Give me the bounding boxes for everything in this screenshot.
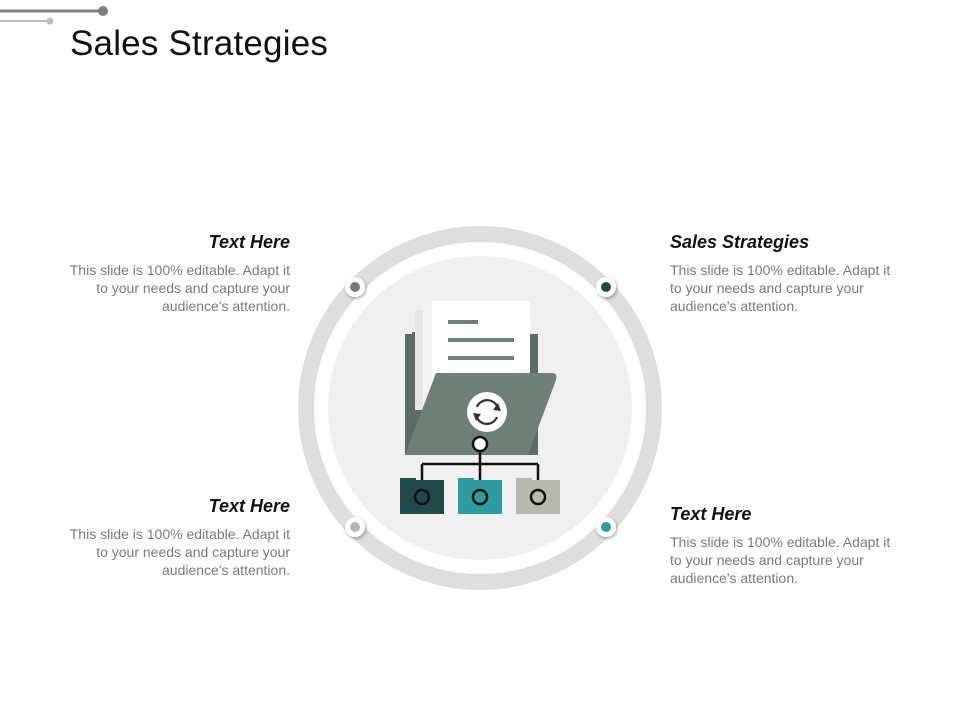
connector-dot-bottom-right [596,517,616,537]
connector-dot-top-right [596,277,616,297]
connector-dot-bottom-left [345,517,365,537]
connector-node-left [413,488,431,506]
text-block-bottom-left: Text Here This slide is 100% editable. A… [68,496,290,579]
refresh-cycle-icon [467,392,507,432]
outer-ring [298,226,662,590]
connector-dot-top-left [345,277,365,297]
block-body: This slide is 100% editable. Adapt it to… [69,262,290,314]
sub-folder-3-icon [516,478,560,514]
connector-node-right [529,488,547,506]
block-heading: Text Here [208,232,290,252]
block-heading: Text Here [670,504,752,524]
connector-node-center [471,488,489,506]
page-title: Sales Strategies [70,24,329,63]
block-body: This slide is 100% editable. Adapt it to… [69,526,290,578]
text-block-bottom-right: Text Here This slide is 100% editable. A… [670,504,892,587]
text-block-top-left: Text Here This slide is 100% editable. A… [68,232,290,315]
block-body: This slide is 100% editable. Adapt it to… [670,534,891,586]
sub-folder-2-icon [458,478,502,514]
sub-folder-1-icon [400,478,444,514]
connector-node-top [471,435,489,453]
block-heading: Text Here [208,496,290,516]
central-diagram [298,226,662,590]
text-block-top-right: Sales Strategies This slide is 100% edit… [670,232,892,315]
decorative-slider-lines [0,6,108,25]
block-body: This slide is 100% editable. Adapt it to… [670,262,891,314]
block-heading: Sales Strategies [670,232,810,252]
